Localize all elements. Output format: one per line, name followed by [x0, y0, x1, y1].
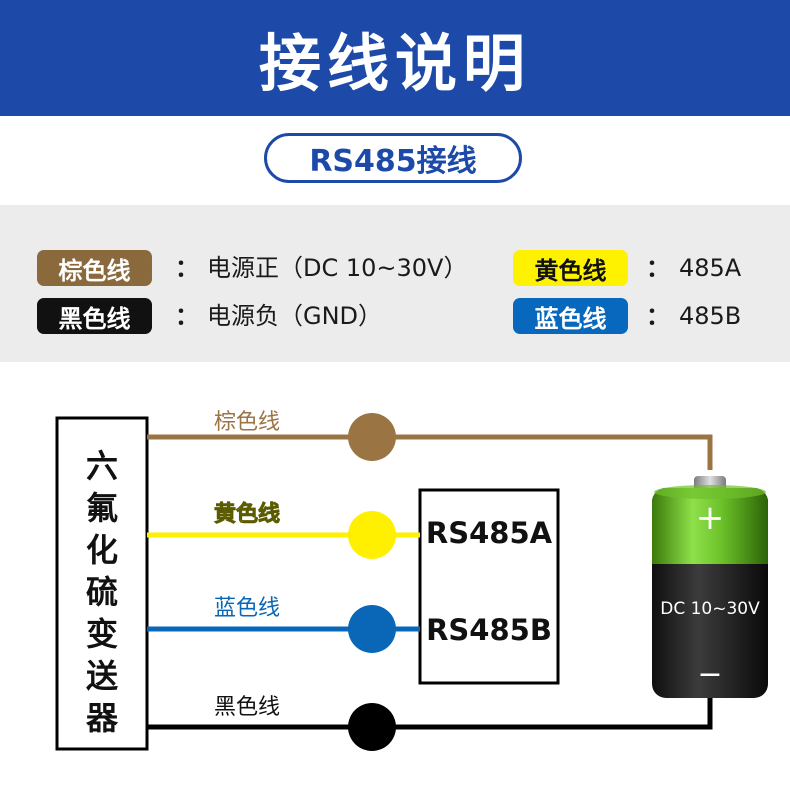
rs485b-label: RS485B — [426, 613, 552, 647]
battery-plus: + — [696, 498, 725, 538]
device-char: 器 — [85, 699, 119, 737]
yellow-wire-node — [348, 511, 396, 559]
device-char: 送 — [86, 657, 118, 695]
device-char: 化 — [86, 531, 118, 569]
brown-wire-label: 棕色线 — [214, 410, 280, 435]
legend-tag-yellow: 黄色线 — [513, 250, 628, 286]
black-wire-label: 黑色线 — [214, 695, 280, 720]
legend-colon: ： — [175, 254, 199, 282]
page-title: 接线说明 — [0, 0, 790, 116]
legend-colon: ： — [646, 302, 670, 330]
brown-wire-node — [348, 413, 396, 461]
battery-icon: + DC 10~30V − — [652, 476, 768, 698]
legend-tag-black: 黑色线 — [37, 298, 152, 334]
black-wire-node — [348, 703, 396, 751]
legend-colon: ： — [646, 254, 670, 282]
transmitter-box — [55, 416, 149, 751]
transmitter-label: 六 氟 化 硫 变 送 器 — [85, 447, 119, 737]
blue-wire-label: 蓝色线 — [214, 596, 280, 621]
rs485-box — [418, 488, 560, 685]
legend-desc-blue: 485B — [679, 302, 742, 330]
device-char: 变 — [86, 615, 118, 653]
black-wire — [147, 697, 713, 730]
legend-desc-yellow: 485A — [679, 254, 742, 282]
blue-wire-node — [348, 605, 396, 653]
legend-desc-brown: 电源正（DC 10~30V） — [207, 254, 468, 282]
rs485a-label: RS485A — [426, 516, 553, 550]
battery-voltage: DC 10~30V — [660, 599, 760, 619]
wire-legend: 棕色线 ： 电源正（DC 10~30V） 黑色线 ： 电源负（GND） 黄色线 … — [0, 205, 790, 362]
legend-colon: ： — [175, 302, 199, 330]
battery-minus: − — [697, 657, 722, 692]
legend-tag-brown: 棕色线 — [37, 250, 152, 286]
device-char: 六 — [86, 447, 118, 485]
device-char: 硫 — [86, 573, 118, 611]
section-title: RS485接线 — [264, 133, 522, 183]
device-char: 氟 — [86, 489, 118, 527]
legend-desc-black: 电源负（GND） — [207, 302, 383, 330]
brown-wire — [147, 434, 713, 470]
legend-tag-blue: 蓝色线 — [513, 298, 628, 334]
yellow-wire-label: 黄色线 — [214, 501, 280, 527]
